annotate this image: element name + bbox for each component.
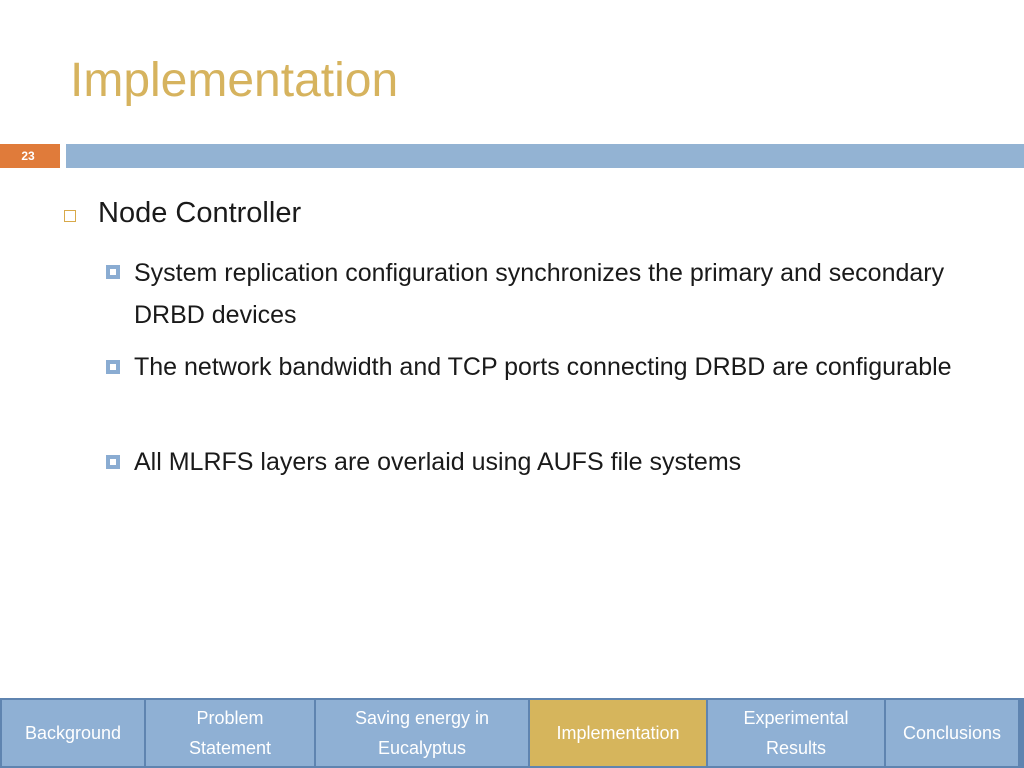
nav-item-problem-statement[interactable]: Problem Statement bbox=[146, 700, 314, 766]
header-divider-bar bbox=[66, 144, 1024, 168]
square-bullet-icon bbox=[106, 360, 120, 374]
bullet-item: All MLRFS layers are overlaid using AUFS… bbox=[134, 448, 742, 476]
section-navigation-bar: Background Problem Statement Saving ener… bbox=[0, 698, 1024, 768]
hollow-square-bullet-icon bbox=[64, 210, 76, 222]
square-bullet-icon bbox=[106, 455, 120, 469]
slide-title: Implementation bbox=[70, 54, 399, 107]
square-bullet-icon bbox=[106, 265, 120, 279]
nav-item-saving-energy[interactable]: Saving energy in Eucalyptus bbox=[316, 700, 528, 766]
bullet-item: The network bandwidth and TCP ports conn… bbox=[134, 353, 952, 381]
bullet-item: System replication configuration synchro… bbox=[134, 259, 945, 329]
page-number: 23 bbox=[0, 144, 60, 168]
nav-item-background[interactable]: Background bbox=[2, 700, 144, 766]
nav-item-implementation[interactable]: Implementation bbox=[530, 700, 706, 766]
nav-item-experimental-results[interactable]: Experimental Results bbox=[708, 700, 884, 766]
nav-item-conclusions[interactable]: Conclusions bbox=[886, 700, 1018, 766]
bullet-heading: Node Controller bbox=[98, 197, 302, 229]
